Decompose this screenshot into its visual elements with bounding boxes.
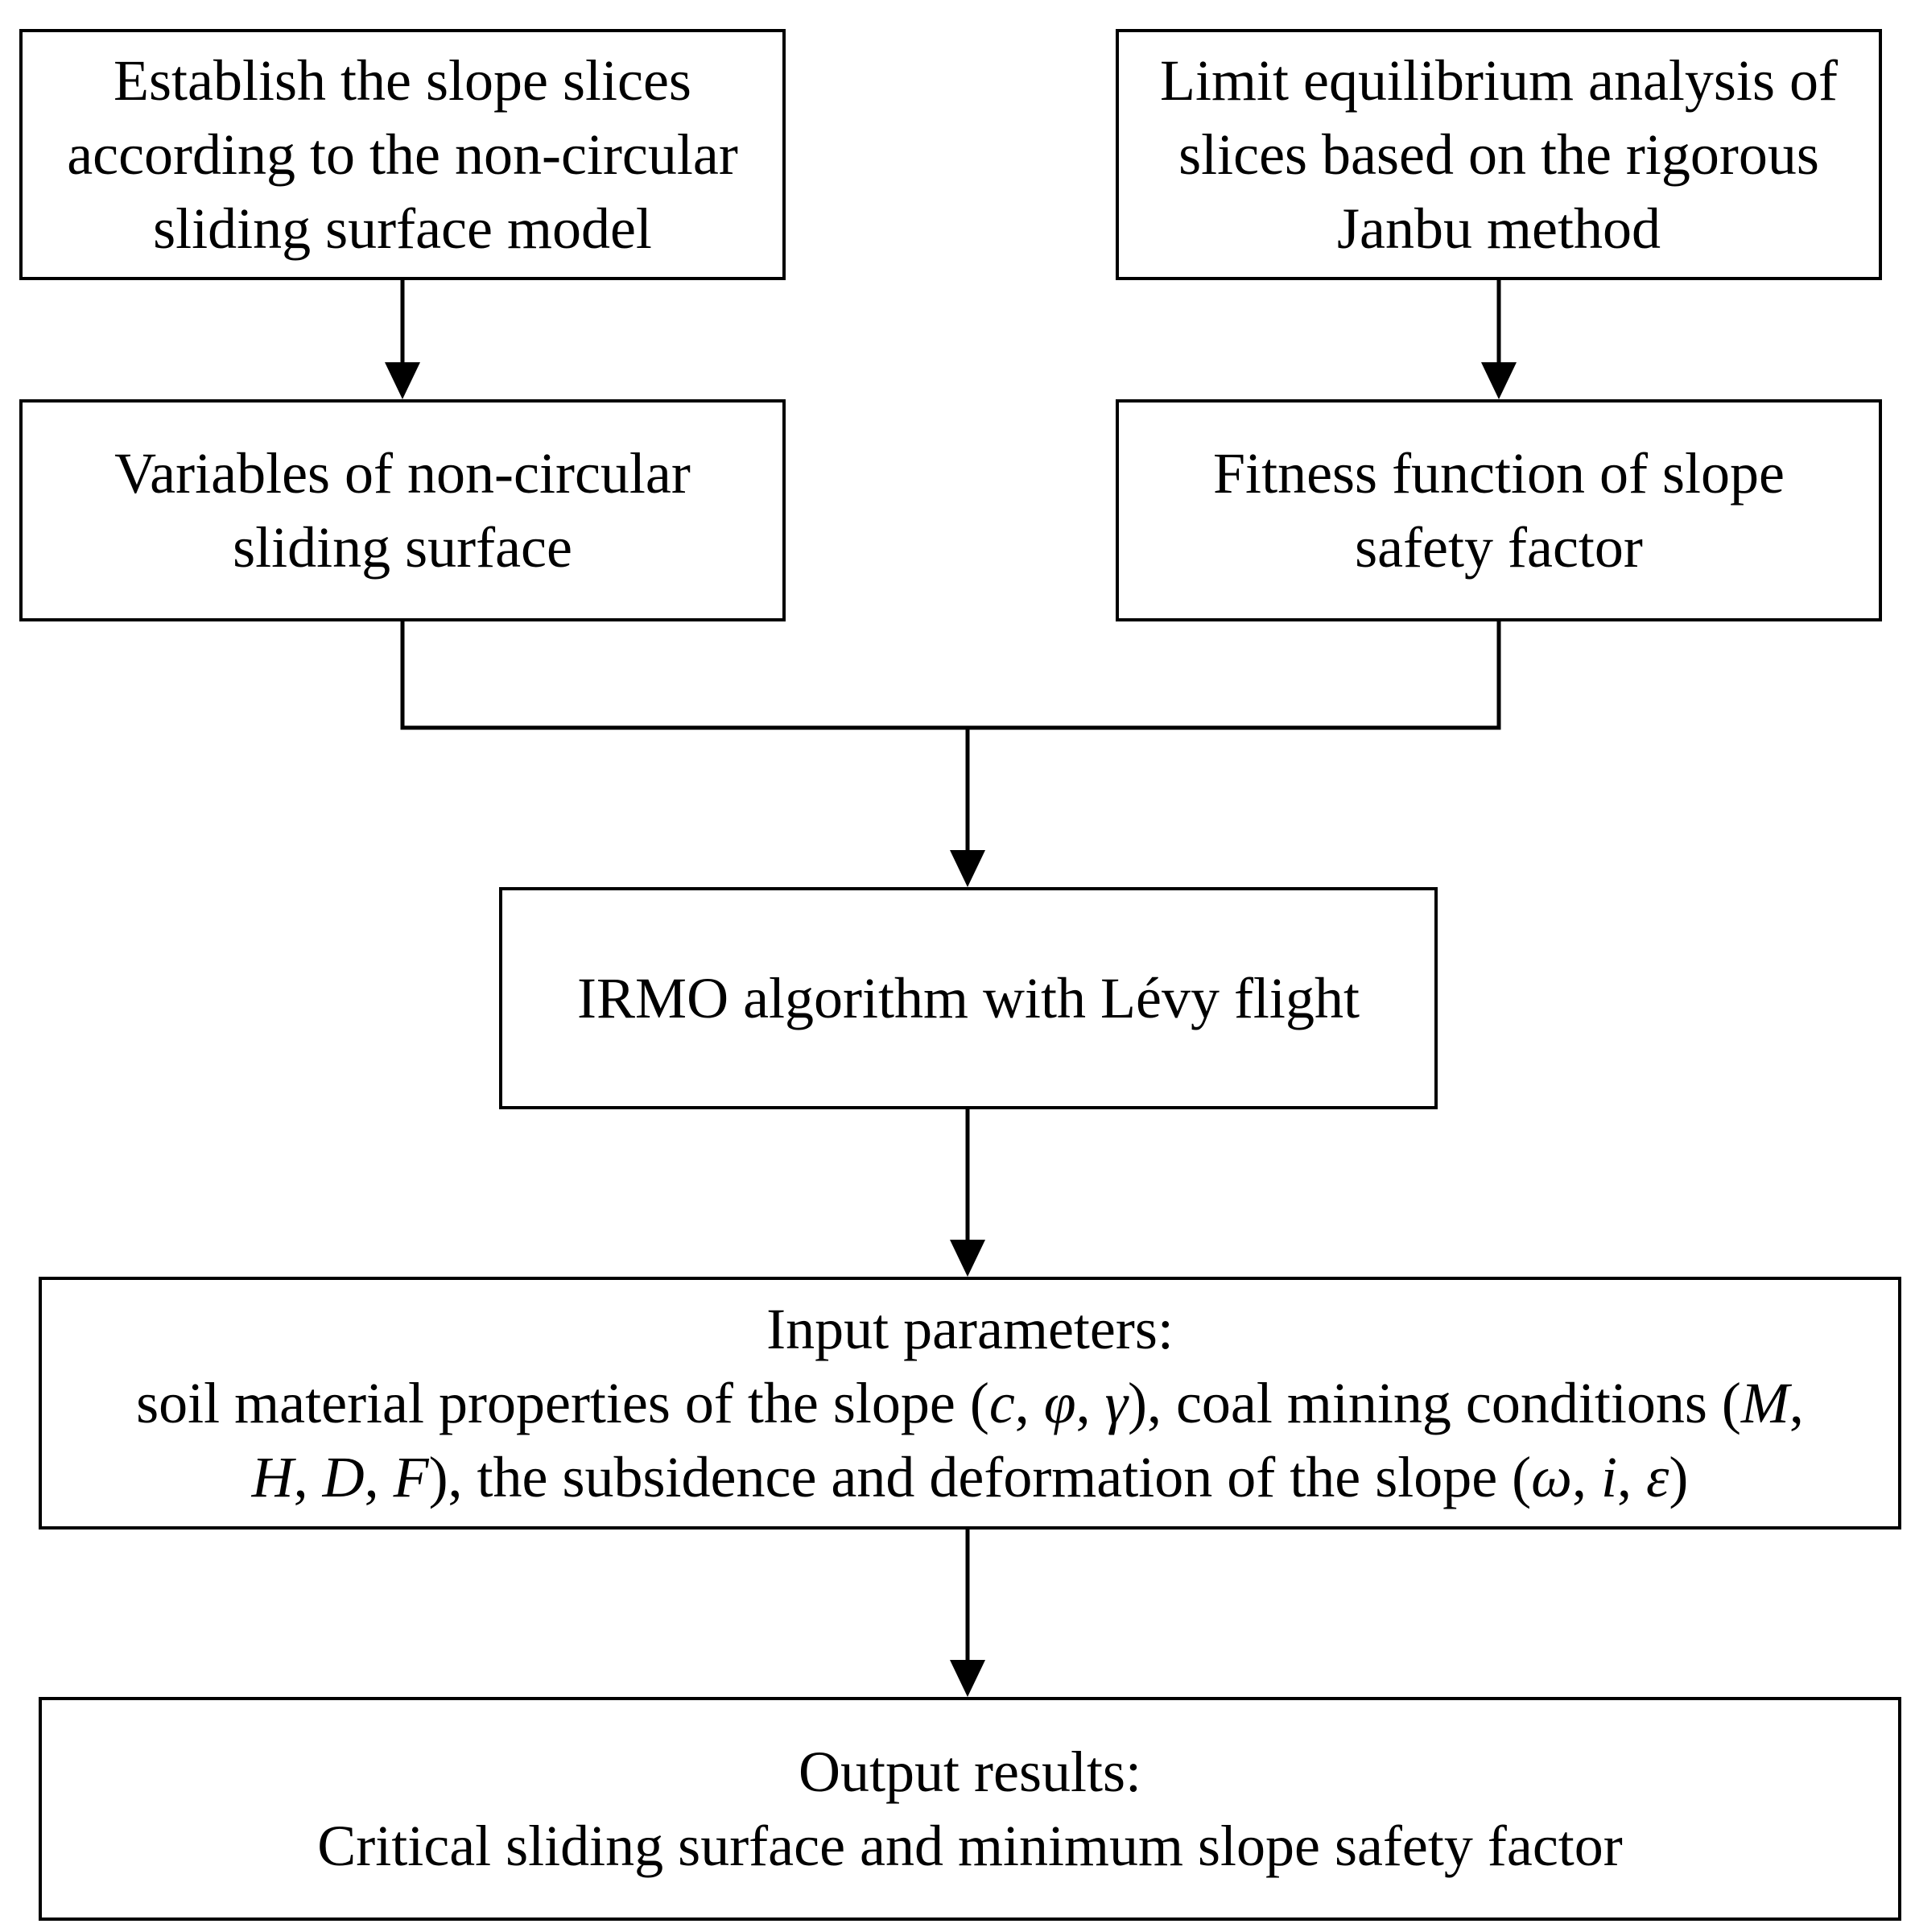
symbol-gamma: γ (1104, 1371, 1128, 1435)
text-run: , (1075, 1371, 1105, 1435)
input-line-1: soil material properties of the slope (c… (136, 1366, 1804, 1440)
limit-equilibrium-analysis-box: Limit equilibrium analysis of slices bas… (1116, 29, 1882, 280)
node-line: Limit equilibrium analysis of (1160, 48, 1838, 113)
output-results-box: Output results: Critical sliding surface… (39, 1697, 1901, 1921)
symbol-i: i (1601, 1445, 1618, 1509)
sliding-surface-variables-box: Variables of non-circular sliding surfac… (19, 399, 786, 621)
symbol-m: M (1740, 1371, 1789, 1435)
fitness-function-box: Fitness function of slope safety factor (1116, 399, 1882, 621)
establish-slope-slices-box: Establish the slope slices according to … (19, 29, 786, 280)
irmo-algorithm-box: IRMO algorithm with Lévy flight (499, 887, 1438, 1109)
symbol-epsilon: ε (1646, 1445, 1669, 1509)
input-line-2: H, D, F), the subsidence and deformation… (252, 1440, 1689, 1514)
symbol-phi: φ (1043, 1371, 1076, 1435)
symbol-d: D (322, 1445, 365, 1509)
arrowhead (950, 1240, 985, 1277)
output-text: Critical sliding surface and minimum slo… (317, 1814, 1623, 1878)
node-line: according to the non-circular (67, 122, 738, 187)
node-line: Janbu method (1337, 196, 1661, 261)
symbol-h: H (251, 1445, 294, 1509)
input-parameters-box: Input parameters: soil material properti… (39, 1277, 1901, 1530)
arrowhead (1481, 362, 1517, 399)
node-line: IRMO algorithm with Lévy flight (577, 966, 1360, 1030)
text-run: ), the subsidence and deformation of the… (428, 1445, 1532, 1509)
node-line: safety factor (1355, 515, 1643, 580)
text-run: , (1617, 1445, 1647, 1509)
node-line: Establish the slope slices (113, 48, 691, 113)
arrowhead (385, 362, 420, 399)
text-run: , (1014, 1371, 1044, 1435)
symbol-c: c (988, 1371, 1015, 1435)
text-run: , (1789, 1371, 1804, 1435)
input-title: Input parameters: (766, 1297, 1174, 1361)
arrowhead (950, 1660, 985, 1697)
node-line: Variables of non-circular (114, 441, 691, 506)
text-run: ), coal mining conditions ( (1128, 1371, 1741, 1435)
arrowhead (950, 850, 985, 887)
node-line: sliding surface (233, 515, 572, 580)
symbol-f: F (393, 1445, 429, 1509)
text-run: soil material properties of the slope ( (136, 1371, 989, 1435)
text-run: , (364, 1445, 394, 1509)
edge-variables-fitness-merge (400, 621, 1501, 730)
symbol-omega: ω (1531, 1445, 1573, 1509)
node-line: Fitness function of slope (1213, 441, 1785, 506)
text-run: , (1572, 1445, 1602, 1509)
output-title: Output results: (799, 1740, 1141, 1804)
node-line: slices based on the rigorous (1178, 122, 1819, 187)
text-run: , (293, 1445, 323, 1509)
text-run: ) (1669, 1445, 1689, 1509)
node-line: sliding surface model (153, 196, 652, 261)
